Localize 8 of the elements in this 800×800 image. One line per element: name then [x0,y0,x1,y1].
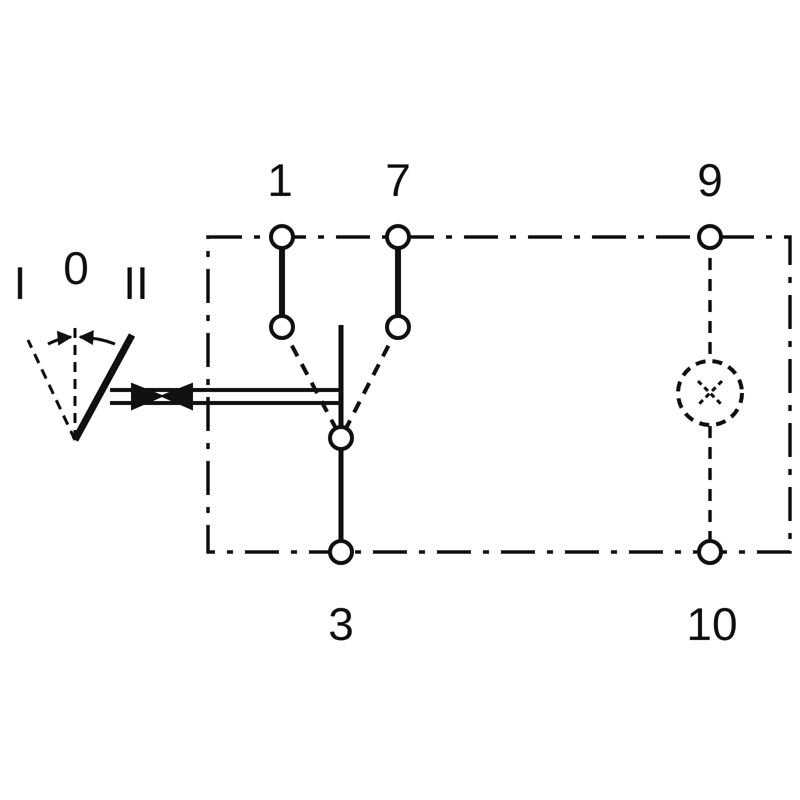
switch-position-label: 0 [63,245,89,291]
switch-position-label: II [123,260,149,306]
pin-number: 9 [697,157,723,203]
pin-number: 7 [385,157,411,203]
pin-number: 3 [328,601,354,647]
switch-position-label: I [14,260,26,306]
pin-number: 1 [267,157,293,203]
pin-number: 10 [686,601,738,647]
